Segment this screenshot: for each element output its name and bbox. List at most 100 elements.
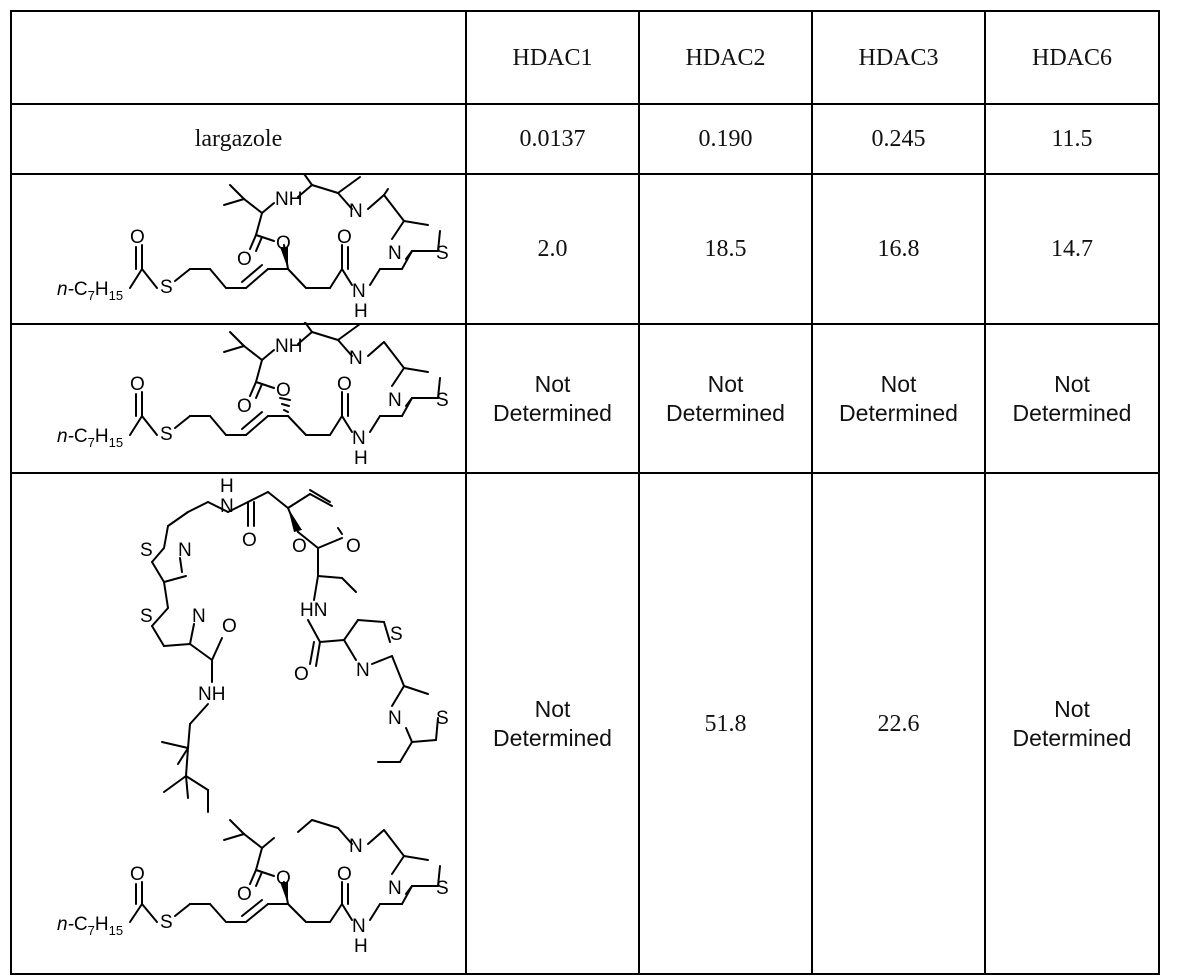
value-hdac3: 16.8 bbox=[811, 173, 986, 325]
atom-label: N bbox=[178, 540, 192, 561]
value-text: Not Determined bbox=[1012, 370, 1132, 426]
value-hdac2: Not Determined bbox=[638, 323, 813, 474]
chain-label: n-C7H15 bbox=[57, 914, 123, 938]
compound-name: largazole bbox=[10, 103, 467, 175]
atom-label: H bbox=[220, 476, 234, 497]
value-hdac6: Not Determined bbox=[984, 472, 1160, 975]
atom-label: O bbox=[276, 380, 291, 401]
value-hdac1: Not Determined bbox=[465, 323, 640, 474]
atom-label: O bbox=[222, 616, 237, 637]
table-row-compound-4: Not Determined 51.8 22.6 Not Determined bbox=[10, 472, 1160, 975]
value-text: Not Determined bbox=[493, 695, 612, 751]
atom-label: O bbox=[237, 884, 252, 905]
atom-label: NH bbox=[198, 684, 225, 705]
value-hdac3: 22.6 bbox=[811, 472, 986, 975]
atom-label: O bbox=[237, 396, 252, 417]
value-hdac6: Not Determined bbox=[984, 323, 1160, 474]
atom-label: N bbox=[352, 281, 366, 302]
atom-label: O bbox=[337, 864, 352, 885]
atom-label: N bbox=[220, 496, 234, 517]
atom-label: O bbox=[130, 864, 145, 885]
hdac-ic50-table: HDAC1 HDAC2 HDAC3 HDAC6 largazole 0.0137… bbox=[10, 10, 1160, 975]
atom-label: HN bbox=[300, 600, 327, 621]
atom-label: C bbox=[74, 279, 88, 300]
atom-label: C bbox=[74, 426, 88, 447]
atom-label: S bbox=[436, 243, 449, 264]
header-hdac3: HDAC3 bbox=[811, 10, 986, 105]
value-text: Not Determined bbox=[839, 370, 958, 426]
compound-structure-cell bbox=[10, 173, 467, 325]
atom-label: N bbox=[388, 708, 402, 729]
value-hdac1: 2.0 bbox=[465, 173, 640, 325]
atom-label: C bbox=[74, 914, 88, 935]
table-row-largazole: largazole 0.0137 0.190 0.245 11.5 bbox=[10, 103, 1160, 175]
structure-compound-4: H N O O O S N S N O HN O S N NH N S n-C7… bbox=[57, 476, 449, 957]
value-hdac6: 14.7 bbox=[984, 173, 1160, 325]
value-hdac1: 0.0137 bbox=[465, 103, 640, 175]
atom-label: N bbox=[356, 660, 370, 681]
atom-label: O bbox=[276, 233, 291, 254]
atom-label: 7 bbox=[88, 923, 95, 938]
atom-label: O bbox=[346, 536, 361, 557]
value-text: Not Determined bbox=[666, 370, 785, 426]
structure-compound-2: n-C7H15 O S O O O N H NH N N S bbox=[57, 175, 449, 321]
header-row: HDAC1 HDAC2 HDAC3 HDAC6 bbox=[10, 10, 1160, 105]
value-text: Not Determined bbox=[1012, 695, 1132, 751]
header-hdac1: HDAC1 bbox=[465, 10, 640, 105]
atom-label: H bbox=[354, 448, 368, 469]
atom-label: 15 bbox=[109, 288, 123, 303]
atom-label: O bbox=[337, 374, 352, 395]
atom-label: S bbox=[140, 606, 153, 627]
atom-label: O bbox=[130, 227, 145, 248]
compound-structure-cell bbox=[10, 472, 467, 975]
atom-labels: n-C7H15 O S O O O N H NH N N S bbox=[57, 189, 449, 321]
atom-label: n- bbox=[57, 279, 74, 300]
atom-label: N bbox=[388, 390, 402, 411]
atom-label: NH bbox=[275, 189, 302, 210]
atom-label: O bbox=[237, 249, 252, 270]
dimer-bonds bbox=[129, 489, 441, 923]
value-hdac2: 0.190 bbox=[638, 103, 813, 175]
value-hdac2: 51.8 bbox=[638, 472, 813, 975]
atom-label: 7 bbox=[88, 288, 95, 303]
header-hdac2: HDAC2 bbox=[638, 10, 813, 105]
atom-label: H bbox=[95, 914, 109, 935]
value-hdac1: Not Determined bbox=[465, 472, 640, 975]
stereo-wedge bbox=[288, 508, 302, 532]
atom-label: N bbox=[349, 836, 363, 857]
atom-label: n- bbox=[57, 426, 74, 447]
atom-label: N bbox=[388, 878, 402, 899]
atom-label: H bbox=[95, 279, 109, 300]
value-hdac3: 0.245 bbox=[811, 103, 986, 175]
atom-label: 15 bbox=[109, 435, 123, 450]
header-blank-cell bbox=[10, 10, 467, 105]
stereo-wedge bbox=[280, 882, 288, 904]
atom-label: NH bbox=[275, 336, 302, 357]
atom-label: N bbox=[388, 243, 402, 264]
atom-labels: H N O O O S N S N O HN O S N NH N S n-C7… bbox=[57, 476, 449, 957]
atom-label: S bbox=[436, 708, 449, 729]
value-hdac2: 18.5 bbox=[638, 173, 813, 325]
chain-label: n-C7H15 bbox=[57, 426, 123, 450]
atom-label: S bbox=[160, 424, 173, 445]
header-hdac6: HDAC6 bbox=[984, 10, 1160, 105]
macrocycle-bonds bbox=[129, 322, 441, 436]
atom-label: N bbox=[349, 348, 363, 369]
atom-label: S bbox=[160, 912, 173, 933]
atom-label: N bbox=[352, 916, 366, 937]
value-hdac6: 11.5 bbox=[984, 103, 1160, 175]
stereo-wedge bbox=[280, 247, 288, 269]
atom-label: O bbox=[294, 664, 309, 685]
value-text: Not Determined bbox=[493, 370, 612, 426]
atom-label: S bbox=[160, 277, 173, 298]
atom-label: O bbox=[242, 530, 257, 551]
atom-label: H bbox=[354, 301, 368, 321]
atom-label: H bbox=[95, 426, 109, 447]
table-row-compound-3: Not Determined Not Determined Not Determ… bbox=[10, 323, 1160, 474]
value-hdac3: Not Determined bbox=[811, 323, 986, 474]
atom-label: S bbox=[436, 878, 449, 899]
atom-label: O bbox=[337, 227, 352, 248]
atom-label: S bbox=[390, 624, 403, 645]
atom-label: N bbox=[352, 428, 366, 449]
atom-label: S bbox=[140, 540, 153, 561]
